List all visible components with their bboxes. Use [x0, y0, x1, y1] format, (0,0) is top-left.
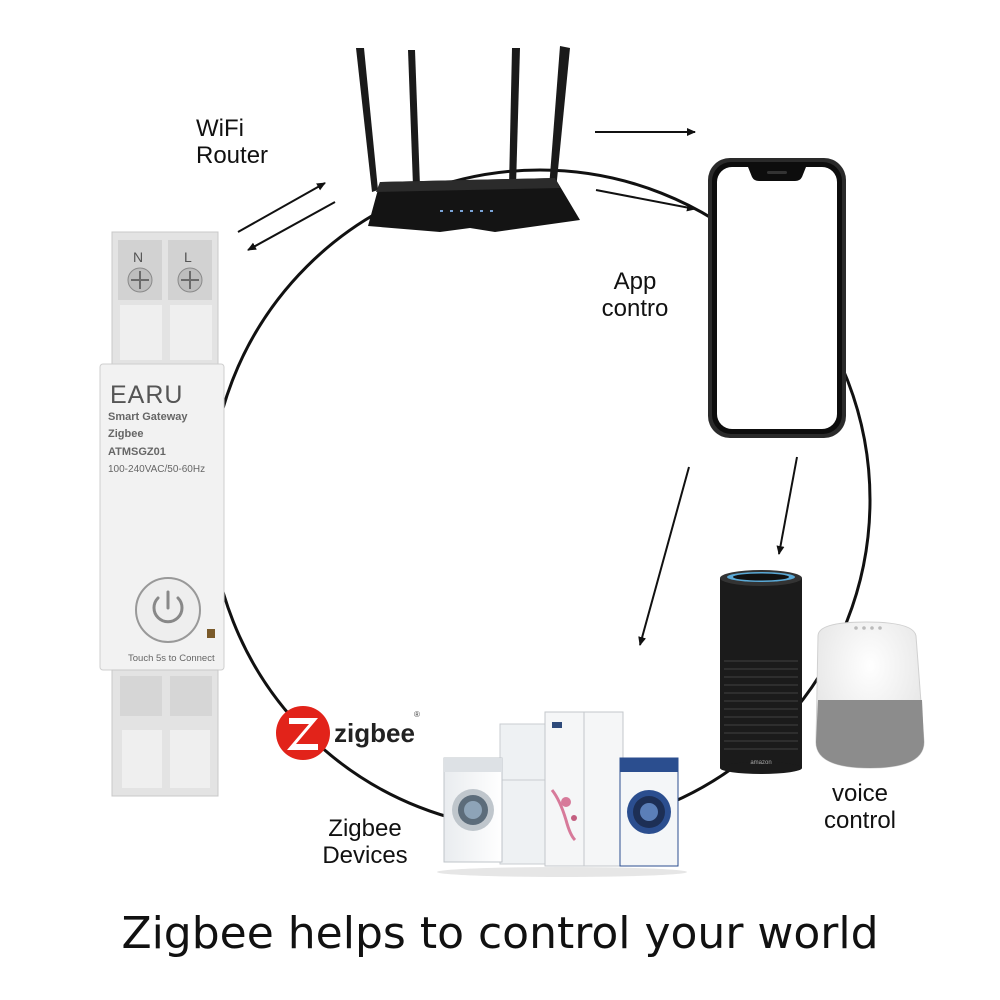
zigbee-devices-label-line2: Devices	[322, 842, 408, 869]
arrow-phone-to-devices	[638, 466, 690, 646]
wifi-router-label-line2: Router	[196, 142, 269, 169]
app-control-label: App contro	[580, 268, 690, 322]
gateway-power-button[interactable]	[135, 577, 201, 643]
arrow-gateway-to-router	[237, 182, 326, 233]
zigbee-devices-label: Zigbee Devices	[300, 815, 430, 869]
google-home-icon	[815, 621, 925, 769]
arrow-router-to-phone-2	[595, 189, 696, 212]
zigbee-registered-mark: ®	[414, 710, 420, 719]
app-control-label-line1: App	[613, 268, 657, 295]
echo-brand-text: amazon	[750, 760, 771, 766]
gateway-rating: 100-240VAC/50-60Hz	[108, 464, 205, 475]
echo-speaker-icon: amazon	[720, 570, 802, 774]
wifi-router-label: WiFi Router	[196, 115, 268, 169]
gateway-brand: EARU	[110, 381, 183, 409]
gateway-button-caption: Touch 5s to Connect	[128, 653, 215, 664]
wifi-router-icon	[356, 46, 580, 232]
voice-control-label: voice control	[805, 780, 915, 834]
arrow-phone-to-speaker	[776, 456, 798, 555]
gateway-line1: Smart Gateway	[108, 411, 188, 423]
gateway-line2: Zigbee	[108, 428, 143, 440]
voice-control-label-line2: control	[823, 807, 897, 834]
voice-control-label-line1: voice	[831, 780, 889, 807]
wifi-router-label-line1: WiFi	[196, 115, 244, 142]
terminal-l-label: L	[184, 249, 192, 265]
zigbee-logo: zigbee ®	[276, 706, 420, 760]
gateway-device: N L EARU Smart Gateway Zigbee ATMSGZ01 1…	[99, 231, 225, 797]
arrow-router-to-gateway	[247, 201, 336, 251]
gateway-model: ATMSGZ01	[108, 446, 166, 458]
power-icon	[152, 596, 184, 624]
zigbee-logo-text: zigbee	[334, 718, 415, 748]
terminal-n-label: N	[133, 249, 143, 265]
tagline: Zigbee helps to control your world	[121, 908, 879, 959]
smartphone-icon	[708, 158, 846, 438]
zigbee-devices-label-line1: Zigbee	[328, 815, 402, 842]
appliances-icon	[437, 711, 687, 877]
app-control-label-line2: contro	[601, 295, 669, 322]
